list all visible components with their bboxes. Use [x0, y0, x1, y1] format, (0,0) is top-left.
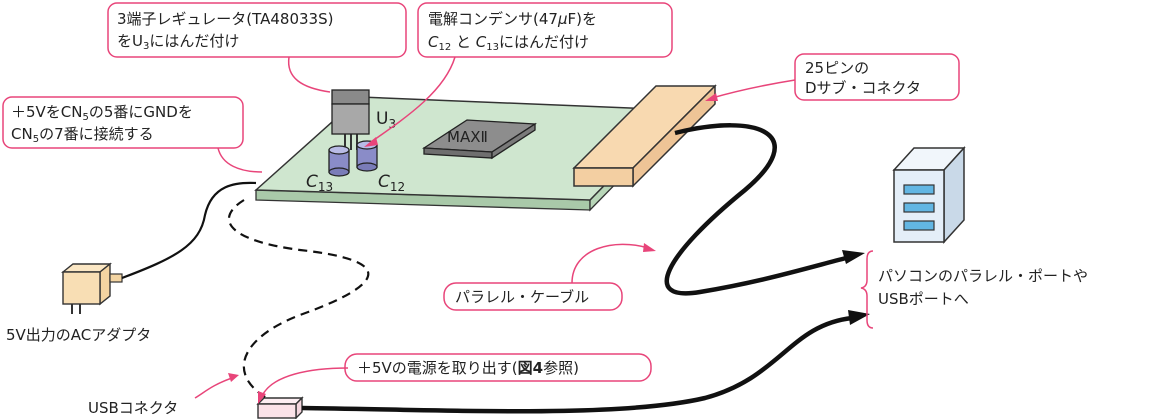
callout-capacitor-line1: 電解コンデンサ(47μF)を	[428, 10, 597, 28]
usb-cable-arrowhead	[848, 310, 870, 325]
callout-capacitor	[417, 2, 673, 58]
usb-connector-body	[256, 396, 304, 419]
parallel-cable	[664, 123, 847, 296]
callout-dsub-arrowhead	[705, 93, 718, 101]
pc-target-label-line1: パソコンのパラレル・ポートや	[878, 267, 1088, 285]
callout-dsub	[794, 53, 960, 101]
ac-adapter	[61, 262, 123, 314]
callout-dsub-leader	[711, 79, 796, 99]
callout-usb-power-arrowhead	[258, 391, 266, 404]
usb-cable	[301, 315, 853, 414]
callout-power-line2: CN5の7番に接続する	[11, 125, 154, 145]
pc-tower	[892, 146, 966, 244]
usb-connector-label: USBコネクタ	[88, 399, 178, 417]
pc-target-label-line2: USBポートへ	[878, 290, 969, 308]
max2-chip	[421, 119, 538, 160]
callout-capacitor-leader	[370, 56, 456, 143]
callout-capacitor-arrowhead	[364, 137, 378, 147]
c12-label: C12	[378, 172, 405, 194]
callout-dsub-line1: 25ピンの	[805, 59, 869, 77]
parallel-cable-arrowhead	[842, 250, 865, 264]
adapter-cable	[121, 181, 257, 280]
chip-label: MAXⅡ	[447, 128, 488, 146]
callout-power-leader	[217, 147, 263, 173]
callout-parallel-cable-arrowhead	[643, 243, 656, 252]
dsub-connector	[572, 84, 717, 188]
u3-label: U3	[376, 109, 396, 131]
usb-power-dashed-wire	[227, 199, 370, 401]
callout-regulator-line1: 3端子レギュレータ(TA48033S)	[117, 10, 333, 28]
callout-power	[2, 96, 244, 149]
callout-parallel-cable-leader	[571, 243, 649, 284]
target-bracket	[860, 250, 874, 329]
callout-regulator	[107, 2, 407, 58]
capacitor-c13	[328, 145, 350, 177]
callout-dsub-line2: Dサブ・コネクタ	[805, 79, 921, 97]
callout-usb-power-text: ＋5Vの電源を取り出す(図4参照)	[357, 359, 579, 377]
callout-usb-power-leader	[261, 367, 349, 397]
usb-connector-arrowhead	[228, 373, 239, 382]
callout-parallel-cable-text: パラレル・ケーブル	[455, 288, 589, 306]
adapter-label: 5V出力のACアダプタ	[6, 326, 151, 344]
callout-capacitor-line2: C12 と C13にはんだ付け	[428, 33, 589, 53]
callout-regulator-line2: をU3にはんだ付け	[117, 32, 239, 52]
callout-regulator-leader	[287, 56, 331, 93]
callout-power-line1: ＋5VをCN5の5番にGNDを	[11, 103, 193, 123]
regulator-u3	[331, 89, 370, 150]
callout-parallel-cable	[443, 282, 623, 311]
c13-label: C13	[306, 172, 333, 194]
usb-connector-leader	[194, 377, 233, 399]
